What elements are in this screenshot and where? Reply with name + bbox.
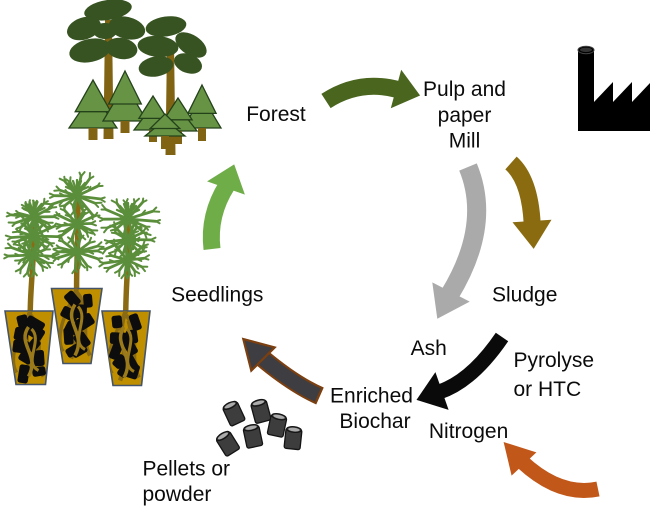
svg-text:Enriched: Enriched	[330, 385, 413, 408]
svg-text:Pulp and: Pulp and	[423, 78, 506, 101]
svg-text:Forest: Forest	[246, 103, 306, 126]
svg-text:Biochar: Biochar	[339, 410, 410, 433]
svg-text:Nitrogen: Nitrogen	[429, 420, 508, 443]
svg-text:Pellets or: Pellets or	[143, 458, 231, 481]
svg-text:Ash: Ash	[411, 337, 447, 360]
svg-text:Sludge: Sludge	[492, 284, 557, 307]
svg-text:Mill: Mill	[449, 130, 481, 153]
svg-text:paper: paper	[438, 104, 492, 127]
svg-text:Pyrolyse: Pyrolyse	[514, 349, 595, 372]
svg-text:Seedlings: Seedlings	[171, 283, 263, 306]
svg-text:or HTC: or HTC	[514, 378, 582, 401]
svg-text:powder: powder	[143, 483, 212, 506]
